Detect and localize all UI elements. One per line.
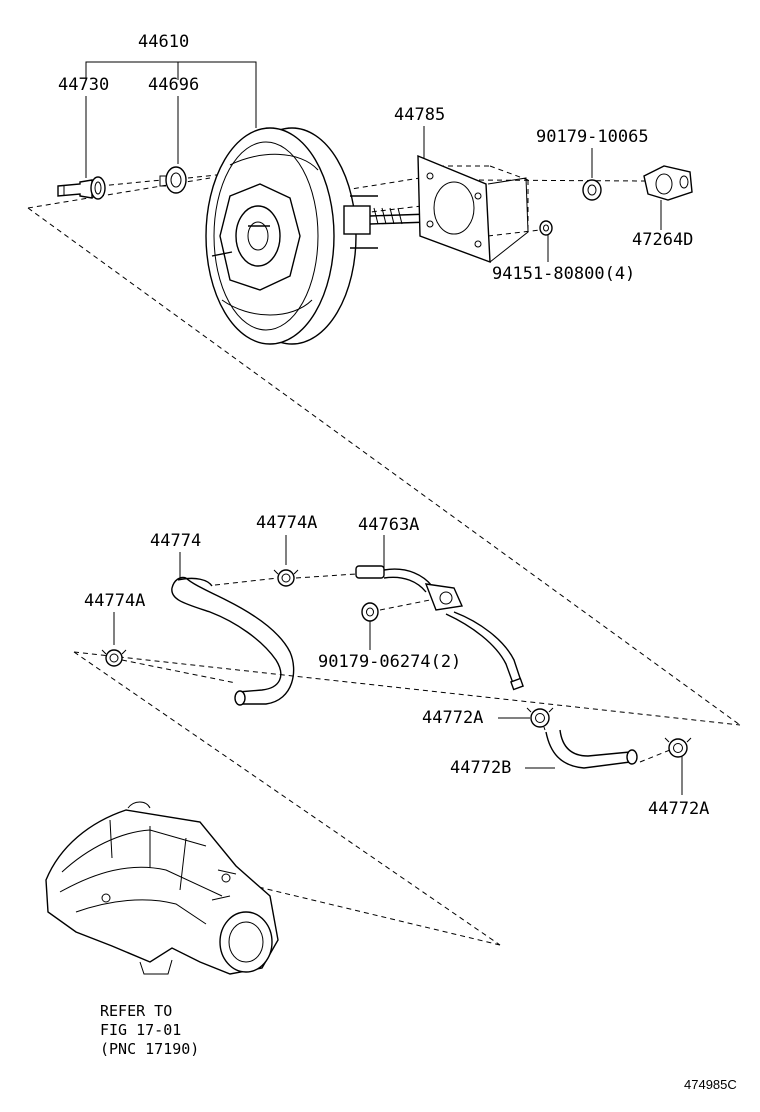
label-44774a-top: 44774A [256, 513, 318, 533]
label-44730: 44730 [58, 75, 110, 95]
label-90179-10065: 90179-10065 [536, 127, 649, 147]
label-44774: 44774 [150, 531, 202, 551]
clevis-47264d [643, 165, 693, 201]
brake-booster-44610 [205, 127, 431, 345]
clamp-44772a-mid [526, 707, 554, 728]
nut-90179-10065 [582, 179, 602, 201]
grommet-44696 [159, 166, 187, 194]
reference-line-3: (PNC 17190) [100, 1040, 200, 1058]
hose-44772b [545, 729, 638, 769]
label-44610: 44610 [138, 32, 190, 52]
check-valve-44730 [57, 176, 106, 200]
illustration-number: 474985C [684, 1077, 737, 1092]
gasket-44785 [417, 154, 529, 264]
clamp-44774a-left [101, 649, 127, 667]
vacuum-pipe-44763a [355, 565, 524, 691]
clamp-44774a-top [273, 569, 299, 587]
label-47264d: 47264D [632, 230, 694, 250]
label-44763a: 44763A [358, 515, 420, 535]
label-44785: 44785 [394, 105, 446, 125]
label-44772a-mid: 44772A [422, 708, 484, 728]
vacuum-hose-44774 [171, 576, 295, 706]
bolt-90179-06274 [361, 602, 379, 622]
label-94151-80800: 94151-80800(4) [492, 264, 636, 284]
reference-line-1: REFER TO [100, 1002, 173, 1020]
label-44772b: 44772B [450, 758, 512, 778]
leader-lines [85, 61, 683, 795]
intake-manifold [45, 801, 279, 975]
reference-line-2: FIG 17-01 [100, 1021, 182, 1039]
label-90179-06274: 90179-06274(2) [318, 652, 462, 672]
reference-note: REFER TO FIG 17-01 (PNC 17190) [100, 1002, 199, 1059]
label-44772a-right: 44772A [648, 799, 710, 819]
label-44696: 44696 [148, 75, 200, 95]
label-44774a-left: 44774A [84, 591, 146, 611]
nut-94151-80800 [539, 220, 553, 236]
clamp-44772a-right [664, 737, 692, 758]
